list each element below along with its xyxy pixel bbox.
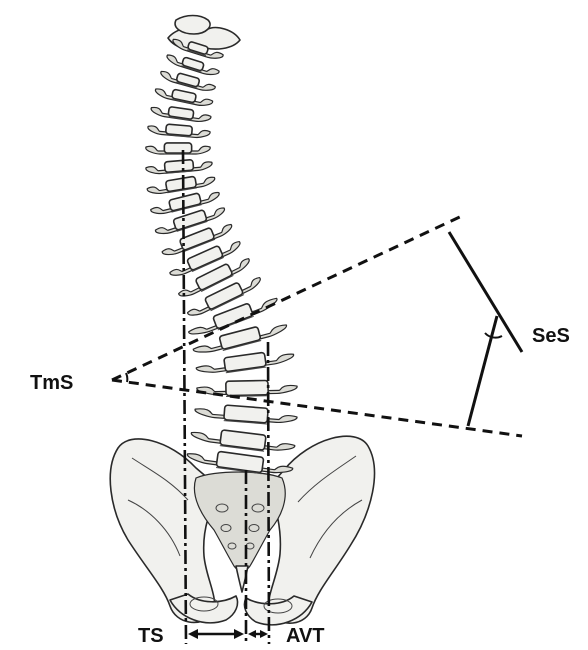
vertebral-body bbox=[224, 352, 266, 371]
vertebra bbox=[146, 143, 210, 154]
tms-lower-dashed-line bbox=[112, 380, 522, 436]
avt-arrow-head-right bbox=[260, 630, 268, 638]
vertebral-body bbox=[224, 405, 268, 423]
vertebra bbox=[192, 319, 289, 357]
ts-arrow-head-left bbox=[188, 629, 198, 639]
ts-arrow-head-right bbox=[234, 629, 244, 639]
vertebral-body bbox=[187, 245, 224, 270]
vertebra bbox=[150, 104, 211, 123]
ses-angle-lines bbox=[449, 232, 522, 426]
ses-lower-solid-line bbox=[468, 316, 497, 426]
avt-label: AVT bbox=[286, 625, 325, 647]
vertebral-body bbox=[220, 430, 266, 450]
ts-label: TS bbox=[138, 625, 164, 647]
sacrum bbox=[194, 472, 285, 571]
tms-label: TmS bbox=[30, 372, 73, 394]
vertebral-body bbox=[226, 380, 268, 395]
vertebra bbox=[194, 403, 297, 426]
vertebra bbox=[145, 158, 212, 175]
vertebra bbox=[154, 203, 227, 237]
apical-vertebra-line bbox=[268, 342, 269, 644]
vertebral-body bbox=[164, 160, 193, 173]
tms-angle-lines bbox=[112, 214, 522, 436]
vertebral-body bbox=[164, 143, 191, 153]
vertebra bbox=[197, 380, 298, 397]
vertebra bbox=[147, 122, 210, 138]
vertebra bbox=[195, 348, 294, 376]
vertebral-body bbox=[165, 176, 196, 192]
distance-arrows bbox=[188, 629, 268, 639]
vertebral-body bbox=[166, 124, 193, 136]
vertebra bbox=[146, 173, 215, 196]
tms-angle-arc bbox=[126, 373, 127, 382]
ses-label: SeS bbox=[532, 325, 570, 347]
spine bbox=[145, 16, 297, 478]
axis-vertebra bbox=[175, 16, 210, 35]
avt-arrow-head-left bbox=[248, 630, 256, 638]
vertebral-body bbox=[216, 451, 264, 472]
vertebra bbox=[190, 426, 295, 455]
right-iliac-wing bbox=[268, 436, 375, 623]
